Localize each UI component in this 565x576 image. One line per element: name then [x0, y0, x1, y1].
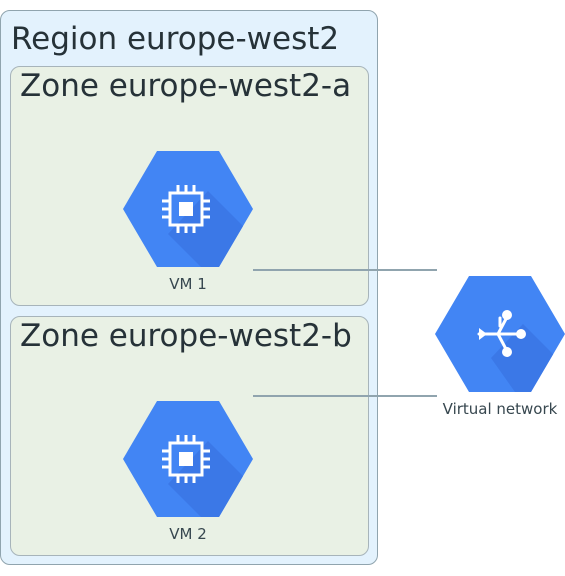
connector-vm1-network: [253, 269, 437, 271]
region-title: Region europe-west2: [11, 21, 340, 57]
virtual-network-icon: [435, 276, 565, 392]
virtual-network-node[interactable]: [435, 276, 565, 392]
compute-engine-icon: [123, 151, 253, 267]
compute-engine-icon: [123, 401, 253, 517]
connector-vm2-network: [253, 395, 437, 397]
vm1-node[interactable]: [123, 151, 253, 267]
vm1-label: VM 1: [169, 275, 207, 293]
zone-a-title: Zone europe-west2-a: [20, 68, 352, 104]
virtual-network-label: Virtual network: [442, 400, 558, 418]
zone-b-title: Zone europe-west2-b: [20, 318, 352, 354]
vm2-label: VM 2: [169, 525, 207, 543]
vm2-node[interactable]: [123, 401, 253, 517]
